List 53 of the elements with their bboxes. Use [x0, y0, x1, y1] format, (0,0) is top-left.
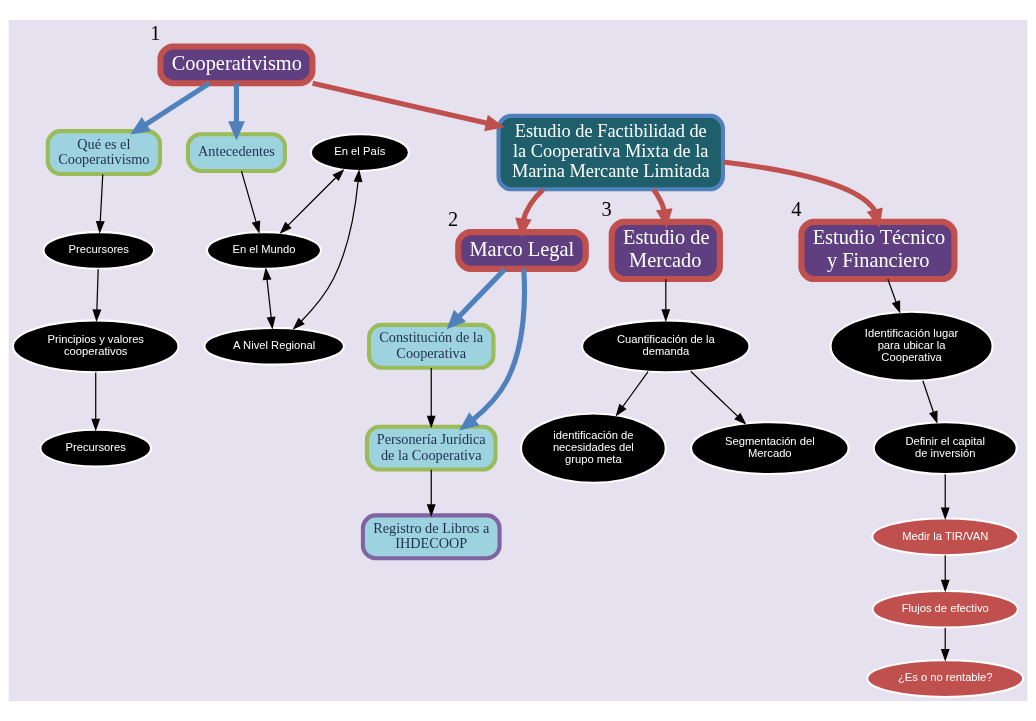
node-label: 3	[601, 197, 612, 220]
arrow	[922, 380, 938, 424]
arrow	[312, 80, 505, 132]
node-ellipse: En el País	[309, 133, 410, 172]
arrow	[92, 268, 102, 323]
node-box: Estudio Técnico y Financiero	[798, 218, 958, 283]
node-box: Antecedentes	[185, 132, 287, 173]
arrow	[615, 371, 649, 417]
node-ellipse: Flujos de efectivo	[871, 589, 1019, 629]
node-ellipse: Cuantificación de la demanda	[581, 319, 751, 374]
arrow	[661, 278, 671, 322]
node-ellipse: En el Mundo	[206, 231, 322, 270]
arrow	[426, 469, 436, 517]
arrow	[91, 371, 101, 432]
arrow	[262, 267, 276, 330]
arrow	[887, 278, 901, 314]
arrow	[459, 268, 528, 431]
arrow	[690, 370, 747, 425]
arrow	[940, 473, 950, 521]
node-ellipse: Medir la TIR/VAN	[871, 517, 1020, 557]
node-box: Cooperativismo	[157, 43, 316, 87]
node-label: 2	[448, 208, 459, 231]
arrow	[651, 188, 673, 229]
arrow	[940, 627, 950, 662]
arrow	[95, 173, 105, 234]
node-label: 1	[150, 22, 161, 45]
node-box: Registro de Libros a IHDECOOP	[360, 513, 502, 561]
node-box: Constitución de la Cooperativa	[367, 322, 496, 370]
arrow	[446, 267, 507, 330]
node-ellipse: Precursores	[42, 231, 156, 270]
arrow	[240, 170, 261, 234]
node-ellipse: identificación de necesidades del grupo meta	[520, 412, 667, 484]
node-box: Marco Legal	[455, 229, 589, 272]
arrow	[515, 187, 545, 238]
arrow	[940, 554, 950, 593]
arrow	[722, 159, 883, 229]
node-ellipse: ¿Es o no rentable?	[866, 659, 1025, 698]
arrow	[279, 169, 345, 234]
node-ellipse: A Nivel Regional	[203, 326, 345, 366]
node-box: Personería Jurídica de la Cooperativa	[364, 424, 498, 472]
arrow	[292, 169, 363, 330]
node-ellipse: Precursores	[39, 428, 152, 468]
node-ellipse: Segmentación del Mercado	[690, 421, 850, 476]
arrow	[130, 81, 211, 135]
arrow	[426, 367, 436, 429]
node-box: Qué es el Cooperativismo	[45, 129, 162, 177]
node-box: Estudio de Mercado	[608, 218, 723, 283]
node-ellipse: Definir el capital de inversión	[872, 421, 1018, 476]
node-box: Estudio de Factibilidad de la Cooperativa Mixta de la Marina Mercante Limitada	[496, 113, 725, 192]
arrow	[228, 83, 245, 141]
node-label: 4	[791, 197, 802, 220]
node-ellipse: Identificación lugar para ubicar la Cooperativa	[829, 310, 994, 382]
node-ellipse: Principios y valores cooperativos	[11, 319, 180, 374]
